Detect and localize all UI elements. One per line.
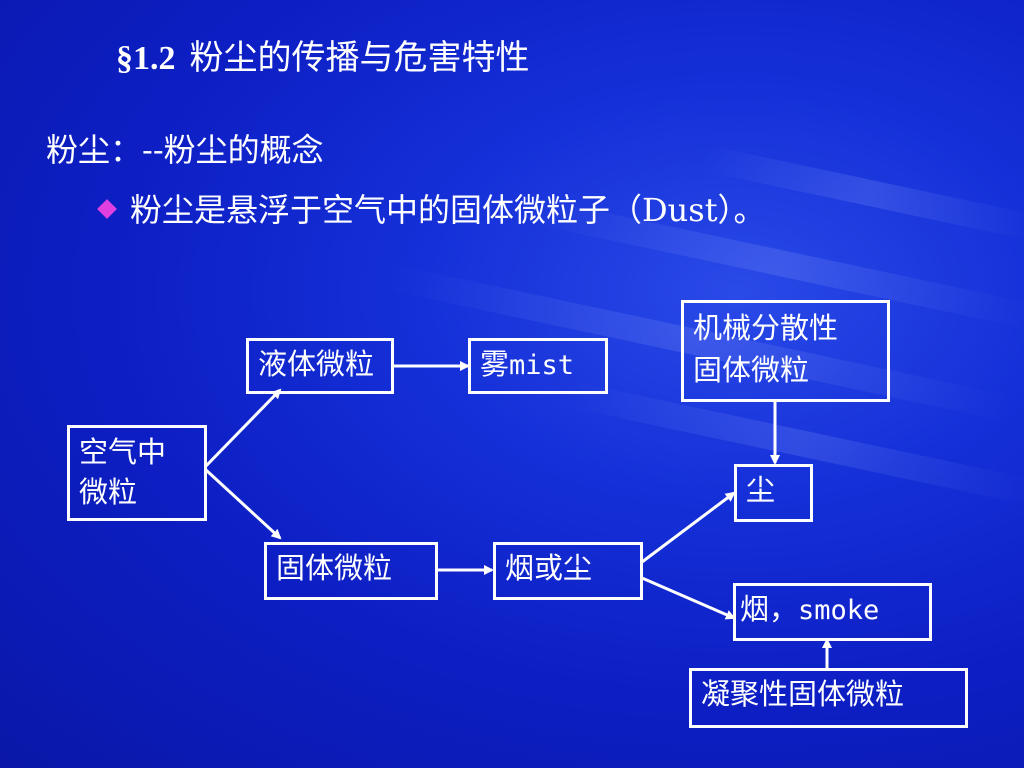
arrow-air-to-liquid [204,388,282,468]
bullet-item: 粉尘是悬浮于空气中的固体微粒子（Dust）。 [97,188,766,232]
title-text: 粉尘的传播与危害特性 [189,38,530,78]
air-particles-line2: 微粒 [79,475,138,509]
mechanical-line1: 机械分散性 [693,311,839,345]
mist-en: mist [509,350,575,381]
smoke-or-dust-box: 烟或尘 [493,542,643,600]
smoke-en: smoke [798,595,880,626]
arrow-to-smoke [641,576,736,620]
mechanical-dispersion-box: 机械分散性 固体微粒 [681,300,890,402]
smoke-box: 烟，smoke [733,583,932,641]
arrow-to-dust [641,491,736,564]
dust-box: 尘 [734,464,813,522]
air-particles-line1: 空气中 [79,435,167,469]
air-particles-box: 空气中 微粒 [67,425,207,521]
arrow-air-to-solid [204,468,282,540]
liquid-particles-box: 液体微粒 [246,338,394,394]
solid-particles-box: 固体微粒 [264,542,438,600]
smoke-prefix: 烟， [740,592,799,626]
mist-box: 雾mist [468,338,608,394]
condensed-particles-box: 凝聚性固体微粒 [689,668,968,728]
slide-title: §1.2 粉尘的传播与危害特性 [116,36,530,81]
section-number: §1.2 [116,40,176,77]
mist-prefix: 雾 [480,347,510,381]
mechanical-line2: 固体微粒 [693,353,810,387]
bullet-text: 粉尘是悬浮于空气中的固体微粒子（Dust）。 [130,191,766,229]
concept-heading: 粉尘：--粉尘的概念 [46,131,324,169]
